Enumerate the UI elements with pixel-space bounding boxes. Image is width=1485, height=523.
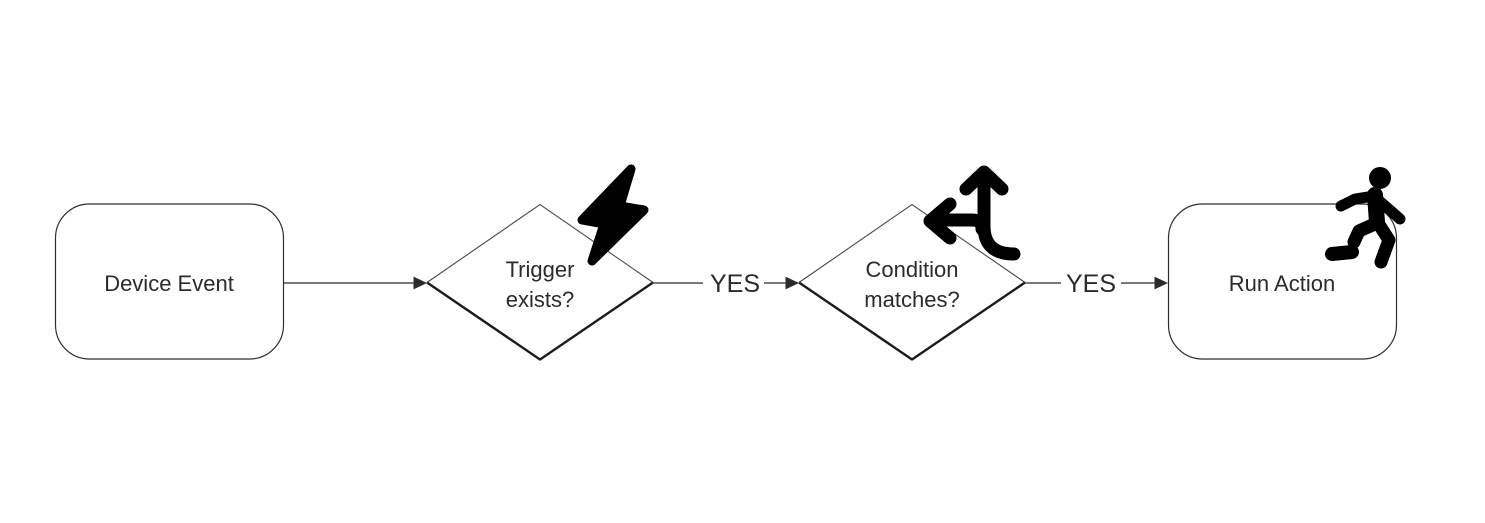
trigger-exists-outline-top (426, 203, 654, 283)
person-running-icon (1325, 167, 1406, 269)
edge-condition-matches-to-run-action: YES (1025, 270, 1168, 298)
condition-matches-shape (799, 204, 1025, 360)
arrowhead-icon (785, 276, 799, 290)
edge-yes-label: YES (710, 270, 760, 298)
lightning-bolt-icon (577, 164, 649, 266)
node-trigger-exists: Trigger exists? (426, 164, 654, 361)
condition-matches-label-line1: Condition (866, 257, 959, 282)
device-event-shape (54, 203, 285, 360)
trigger-exists-label-line1: Trigger (506, 257, 575, 282)
condition-matches-outline-bottom (798, 281, 1026, 361)
condition-matches-label-line2: matches? (864, 287, 959, 312)
arrowhead-icon (1154, 276, 1168, 290)
edge-device-event-to-trigger-exists (284, 276, 427, 290)
trigger-exists-label-line2: exists? (506, 287, 574, 312)
node-run-action: Run Action (1167, 167, 1406, 360)
node-condition-matches: Condition matches? (798, 165, 1026, 361)
node-device-event: Device Event (54, 203, 285, 360)
run-action-shape (1167, 203, 1398, 360)
arrowhead-icon (413, 276, 427, 290)
run-action-label: Run Action (1229, 271, 1335, 296)
split-arrows-icon (923, 165, 1021, 261)
condition-matches-outline-top (798, 203, 1026, 283)
device-event-label: Device Event (104, 271, 234, 296)
edge-yes-label: YES (1066, 270, 1116, 298)
edge-trigger-exists-to-condition-matches: YES (653, 270, 799, 298)
trigger-exists-outline-bottom (426, 281, 654, 361)
